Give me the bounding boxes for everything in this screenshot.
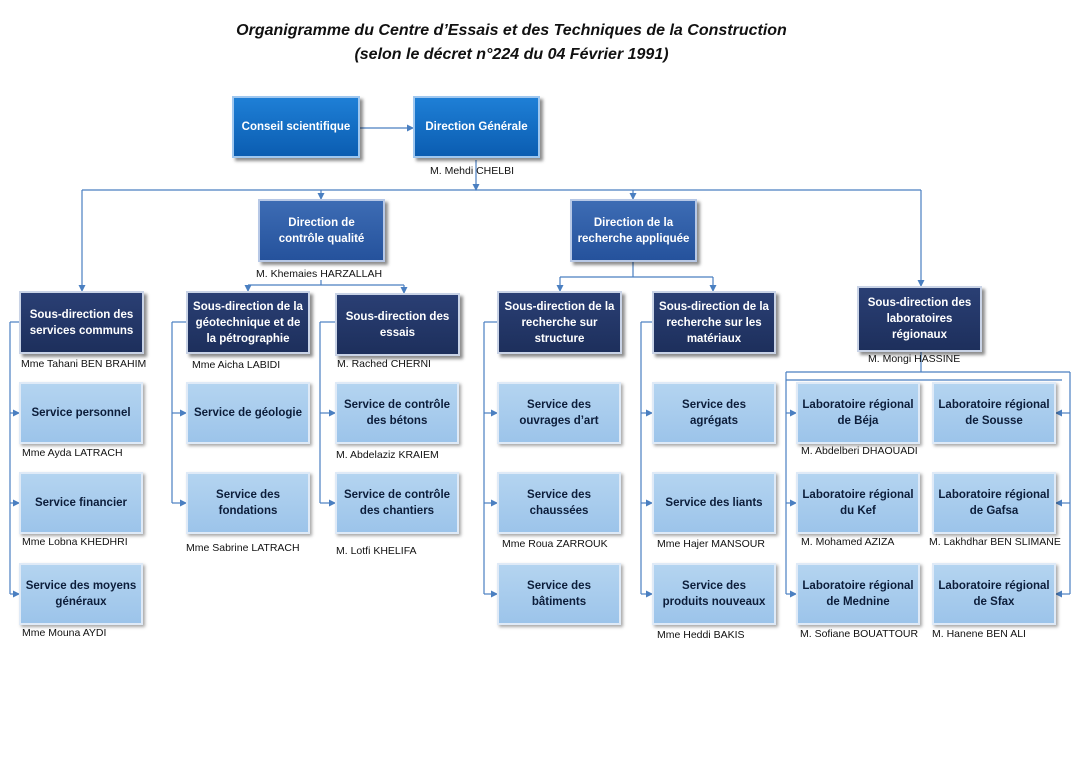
service-financier-person: Mme Lobna KHEDHRI bbox=[22, 536, 128, 548]
sd-geotechnique-box: Sous-direction de la géotechnique et de … bbox=[186, 291, 310, 354]
service-produits-box: Service des produits nouveaux bbox=[652, 563, 776, 625]
sd-materiaux-box: Sous-direction de la recherche sur les m… bbox=[652, 291, 776, 354]
service-chantiers-person: M. Lotfi KHELIFA bbox=[336, 545, 417, 557]
lab-beja-person: M. Abdelberi DHAOUADI bbox=[801, 445, 918, 457]
service-batiments-box: Service des bâtiments bbox=[497, 563, 621, 625]
direction-controle-qualite-box: Direction de contrôle qualité bbox=[258, 199, 385, 262]
chart-title: Organigramme du Centre d’Essais et des T… bbox=[236, 22, 787, 39]
lab-mednine-person: M. Sofiane BOUATTOUR bbox=[800, 628, 919, 640]
sd-essais-box: Sous-direction des essais bbox=[335, 293, 460, 356]
service-geologie-box: Service de géologie bbox=[186, 382, 310, 444]
lab-kef-box: Laboratoire régional du Kef bbox=[796, 472, 920, 534]
lab-sfax-box: Laboratoire régional de Sfax bbox=[932, 563, 1056, 625]
service-moyens-box: Service des moyens généraux bbox=[19, 563, 143, 625]
lab-kef-person: M. Mohamed AZIZA bbox=[801, 536, 895, 548]
service-liants-box: Service des liants bbox=[652, 472, 776, 534]
service-ouvrages-box: Service des ouvrages d’art bbox=[497, 382, 621, 444]
service-liants-person: Mme Hajer MANSOUR bbox=[657, 538, 765, 550]
direction-recherche-box: Direction de la recherche appliquée bbox=[570, 199, 697, 262]
service-fondations-box: Service des fondations bbox=[186, 472, 310, 534]
lab-mednine-box: Laboratoire régional de Mednine bbox=[796, 563, 920, 625]
service-betons-box: Service de contrôle des bétons bbox=[335, 382, 459, 444]
lab-gafsa-box: Laboratoire régional de Gafsa bbox=[932, 472, 1056, 534]
service-betons-person: M. Abdelaziz KRAIEM bbox=[336, 449, 439, 461]
conseil-scientifique-box: Conseil scientifique bbox=[232, 96, 360, 158]
service-personnel-person: Mme Ayda LATRACH bbox=[22, 447, 123, 459]
lab-gafsa-person: M. Lakhdhar BEN SLIMANE bbox=[929, 536, 1061, 548]
chart-subtitle: (selon le décret n°224 du 04 Février 199… bbox=[354, 46, 669, 63]
sd-laboratoires-person: M. Mongi HASSINE bbox=[868, 353, 961, 365]
service-moyens-person: Mme Mouna AYDI bbox=[22, 627, 107, 639]
lab-beja-box: Laboratoire régional de Béja bbox=[796, 382, 920, 444]
service-chaussees-box: Service des chaussées bbox=[497, 472, 621, 534]
service-produits-person: Mme Heddi BAKIS bbox=[657, 629, 745, 641]
sd-services-communs-box: Sous-direction des services communs bbox=[19, 291, 144, 354]
lab-sfax-person: M. Hanene BEN ALI bbox=[932, 628, 1026, 640]
sd-structure-box: Sous-direction de la recherche sur struc… bbox=[497, 291, 622, 354]
dg-person: M. Mehdi CHELBI bbox=[430, 165, 515, 177]
service-financier-box: Service financier bbox=[19, 472, 143, 534]
sd-essais-person: M. Rached CHERNI bbox=[337, 358, 431, 370]
sd-geotechnique-person: Mme Aicha LABIDI bbox=[192, 359, 281, 371]
direction-controle-person: M. Khemaies HARZALLAH bbox=[256, 268, 383, 280]
direction-generale-box: Direction Générale bbox=[413, 96, 540, 158]
service-chaussees-person: Mme Roua ZARROUK bbox=[502, 538, 608, 550]
lab-sousse-box: Laboratoire régional de Sousse bbox=[932, 382, 1056, 444]
sd-services-communs-person: Mme Tahani BEN BRAHIM bbox=[21, 358, 147, 370]
service-personnel-box: Service personnel bbox=[19, 382, 143, 444]
sd-laboratoires-box: Sous-direction des laboratoires régionau… bbox=[857, 286, 982, 352]
service-chantiers-box: Service de contrôle des chantiers bbox=[335, 472, 459, 534]
service-agregats-box: Service des agrégats bbox=[652, 382, 776, 444]
service-fondations-person: Mme Sabrine LATRACH bbox=[186, 542, 300, 554]
